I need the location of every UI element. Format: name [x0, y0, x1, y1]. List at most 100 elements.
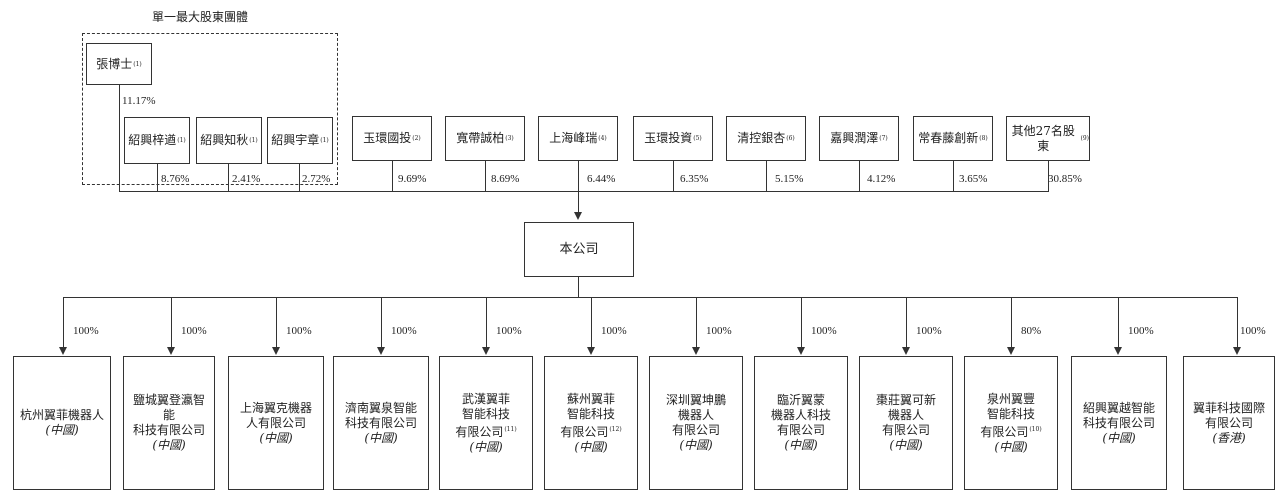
connector-line — [1237, 297, 1238, 349]
connector-line — [171, 297, 172, 349]
subsidiary-box: 濟南翼泉智能 科技有限公司 (中國) — [333, 356, 429, 490]
connector-line — [63, 297, 1238, 298]
footnote-ref: (12) — [609, 425, 622, 433]
connector-line — [591, 297, 592, 349]
footnote-ref: (7) — [879, 135, 888, 142]
connector-line — [119, 191, 1049, 192]
connector-line — [906, 297, 907, 349]
connector-line — [276, 297, 277, 349]
shareholder: 上海峰瑞(4) — [538, 116, 618, 161]
subsidiary-name-line: 機器人 — [677, 408, 714, 422]
subsidiary-name-line: 武漢翼菲 — [461, 391, 510, 406]
footnote-ref: (10) — [1029, 425, 1042, 433]
subsidiary-pct: 100% — [391, 325, 417, 337]
connector-line — [1118, 297, 1119, 349]
arrow-down-icon — [574, 212, 582, 220]
subsidiary-name-line: 機器人 — [887, 408, 924, 422]
subsidiary-name-line: 杭州翼菲機器人 — [20, 408, 105, 422]
connector-line — [299, 164, 300, 191]
shareholder-name: 紹興梓遒 — [128, 133, 177, 147]
shareholder-name: 張博士 — [96, 56, 133, 71]
shareholder-name: 嘉興潤澤 — [830, 131, 879, 145]
subsidiary-box: 蘇州翼菲 智能科技 有限公司(12) (中國) — [544, 356, 638, 490]
subsidiary-pct: 80% — [1021, 325, 1042, 337]
shareholder: 寬帶誠柏(3) — [445, 116, 525, 161]
subsidiary-box: 翼菲科技國際 有限公司 (香港) — [1183, 356, 1275, 490]
shareholder-group-member: 紹興宇章(1) — [267, 117, 333, 164]
subsidiary-name-line: 科技有限公司 — [132, 423, 205, 437]
shareholder: 清控銀杏(6) — [726, 116, 806, 161]
subsidiary-name-line: 有限公司 — [560, 424, 609, 439]
shareholder-pct: 2.41% — [232, 173, 261, 185]
subsidiary-pct: 100% — [1128, 325, 1154, 337]
arrow-down-icon — [902, 347, 910, 355]
subsidiary-box: 杭州翼菲機器人 (中國) — [13, 356, 111, 490]
subsidiary-region: (中國) — [45, 423, 79, 437]
subsidiary-region: (中國) — [574, 439, 608, 454]
footnote-ref: (9) — [1080, 135, 1090, 142]
subsidiary-name-line: 鹽城翼登瀛智能 — [132, 393, 205, 422]
shareholder-name: 寬帶誠柏 — [456, 131, 505, 145]
subsidiary-name-line: 蘇州翼菲 — [566, 391, 615, 406]
connector-line — [381, 297, 382, 349]
connector-line — [63, 297, 64, 349]
arrow-down-icon — [797, 347, 805, 355]
subsidiary-name-line: 有限公司 — [776, 423, 825, 437]
connector-line — [1011, 297, 1012, 349]
subsidiary-name-line: 有限公司 — [980, 424, 1029, 439]
arrow-down-icon — [482, 347, 490, 355]
subsidiary-pct: 100% — [916, 325, 942, 337]
subsidiary-box: 棗莊翼可新 機器人 有限公司 (中國) — [859, 356, 953, 490]
subsidiary-name-line: 智能科技 — [566, 406, 615, 421]
subsidiary-box: 紹興翼越智能 科技有限公司 (中國) — [1071, 356, 1167, 490]
shareholder: 常春藤創新(8) — [913, 116, 993, 161]
subsidiary-region: (中國) — [889, 438, 923, 452]
connector-line — [157, 164, 158, 191]
shareholder-pct: 9.69% — [398, 173, 427, 185]
subsidiary-box: 鹽城翼登瀛智能 科技有限公司 (中國) — [123, 356, 215, 490]
shareholder-pct: 6.44% — [587, 173, 616, 185]
subsidiary-region: (中國) — [1102, 430, 1136, 445]
footnote-ref: (3) — [505, 135, 514, 142]
subsidiary-pct: 100% — [601, 325, 627, 337]
subsidiary-pct: 100% — [1240, 325, 1266, 337]
subsidiary-name-line: 棗莊翼可新 — [875, 393, 936, 407]
shareholder-name: 玉環國投 — [363, 131, 412, 145]
connector-line — [801, 297, 802, 349]
subsidiary-box: 臨沂翼蒙 機器人科技 有限公司 (中國) — [754, 356, 848, 490]
subsidiary-name-line: 科技有限公司 — [1082, 415, 1155, 430]
shareholder-name: 清控銀杏 — [737, 131, 786, 145]
subsidiary-region: (中國) — [152, 438, 186, 452]
subsidiary-name-line: 上海翼克機器 — [239, 400, 312, 415]
subsidiary-name-line: 智能科技 — [461, 406, 510, 421]
subsidiary-region: (中國) — [469, 439, 503, 454]
subsidiary-name-line: 科技有限公司 — [344, 415, 417, 430]
subsidiary-name-line: 有限公司 — [671, 423, 720, 437]
connector-line — [485, 161, 486, 191]
shareholder-pct: 30.85% — [1048, 173, 1082, 185]
footnote-ref: (5) — [693, 135, 702, 142]
connector-line — [953, 161, 954, 191]
footnote-ref: (6) — [786, 135, 795, 142]
shareholder-name: 玉環投資 — [644, 131, 693, 145]
connector-line — [1048, 161, 1049, 191]
subsidiary-name-line: 翼菲科技國際 — [1192, 400, 1265, 415]
subsidiary-name-line: 深圳翼坤鵬 — [665, 393, 726, 407]
subsidiary-name-line: 有限公司 — [1204, 415, 1253, 430]
connector-line — [859, 161, 860, 191]
subsidiary-pct: 100% — [181, 325, 207, 337]
shareholder-zhang: 張博士(1) — [86, 43, 152, 85]
subsidiary-box: 上海翼克機器 人有限公司 (中國) — [228, 356, 324, 490]
connector-line — [392, 161, 393, 191]
connector-line — [578, 277, 579, 297]
footnote-ref: (8) — [979, 135, 988, 142]
subsidiary-region: (香港) — [1212, 430, 1246, 445]
subsidiary-pct: 100% — [73, 325, 99, 337]
subsidiary-region: (中國) — [679, 438, 713, 452]
connector-line — [578, 161, 579, 191]
arrow-down-icon — [272, 347, 280, 355]
subsidiary-region: (中國) — [994, 439, 1028, 454]
company-box: 本公司 — [524, 222, 634, 277]
connector-line — [486, 297, 487, 349]
subsidiary-name-line: 有限公司 — [881, 423, 930, 437]
